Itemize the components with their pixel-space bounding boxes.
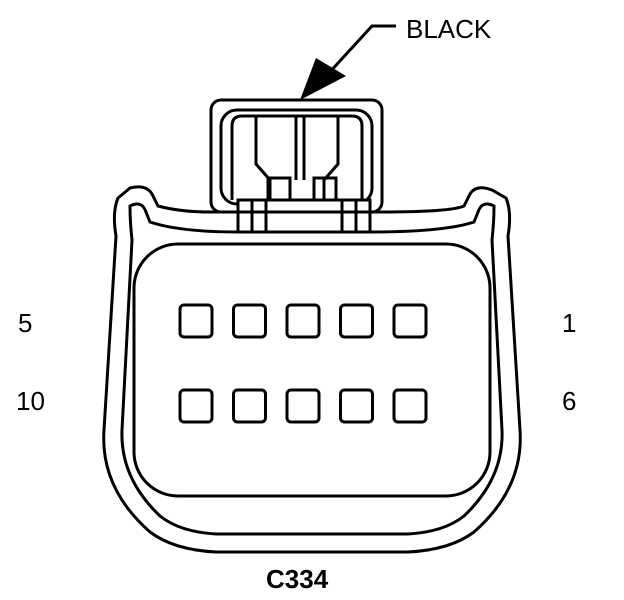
terminal-cavity-4 — [232, 303, 267, 339]
terminal-cavity-1 — [392, 303, 428, 339]
latch-housing — [209, 98, 384, 234]
pin-label-left-bottom: 10 — [16, 386, 45, 416]
connector-body — [102, 185, 522, 554]
terminal-cavities — [178, 303, 428, 424]
connector-color-label: BLACK — [406, 14, 492, 44]
terminal-cavity-5 — [178, 303, 214, 339]
terminal-cavity-9 — [232, 388, 267, 424]
pin-label-right-bottom: 6 — [562, 386, 577, 416]
terminal-cavity-7 — [339, 388, 374, 424]
terminal-cavity-10 — [178, 388, 214, 424]
connector-id-label: C334 — [266, 564, 329, 594]
leader-arrow — [300, 58, 346, 100]
pin-label-right-top: 1 — [562, 308, 577, 338]
terminal-cavity-6 — [392, 388, 428, 424]
terminal-cavity-2 — [339, 303, 374, 339]
terminal-cavity-8 — [285, 388, 321, 424]
terminal-cavity-3 — [285, 303, 321, 339]
pin-label-left-top: 5 — [18, 308, 33, 338]
leader-line — [326, 24, 396, 76]
